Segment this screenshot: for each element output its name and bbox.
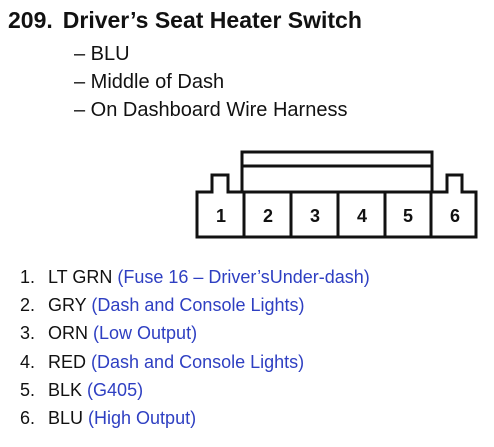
wire-description: (Dash and Console Lights) [91,351,305,372]
wire-description: (G405) [87,379,144,400]
pin-label-5: 5 [403,206,413,226]
wire-color: RED [48,351,87,372]
wire-description: (Fuse 16 – Driver’sUnder-dash) [117,267,370,287]
detail-location: – Middle of Dash [74,71,225,93]
pin-label-4: 4 [357,206,367,226]
wire-description: (High Output) [88,408,197,429]
component-details: – BLU – Middle of Dash – On Dashboard Wi… [74,40,347,124]
pinout-item: 4.RED (Dash and Console Lights) [20,351,305,372]
pin-label-1: 1 [216,206,226,226]
connector-outline [195,150,478,239]
component-number: 209. [8,7,53,33]
pin-label-3: 3 [310,206,320,226]
pinout-item: 2.GRY (Dash and Console Lights) [20,295,305,316]
wire-description: (Low Output) [93,323,198,344]
wire-color: LT GRN [48,267,113,287]
pinout-item: 6.BLU (High Output) [20,408,197,429]
detail-harness: – On Dashboard Wire Harness [74,99,348,121]
pinout-item: 3.ORN (Low Output) [20,323,198,344]
wire-color: ORN [48,323,88,344]
pin-label-6: 6 [450,206,460,226]
pinout-list: 1.LT GRN (Fuse 16 – Driver’sUnder-dash) … [20,263,370,432]
wire-color: BLK [48,379,83,400]
component-name: Driver’s Seat Heater Switch [62,7,362,33]
wire-description: (Dash and Console Lights) [91,295,305,316]
pinout-item: 5.BLK (G405) [20,379,144,400]
wire-color: GRY [48,295,87,316]
wire-color: BLU [48,408,84,429]
page-title: 209. Driver’s Seat Heater Switch [8,6,362,34]
detail-connector-color: – BLU [74,43,130,65]
pinout-item: 1.LT GRN (Fuse 16 – Driver’sUnder-dash) [20,267,370,287]
pin-label-2: 2 [263,206,273,226]
